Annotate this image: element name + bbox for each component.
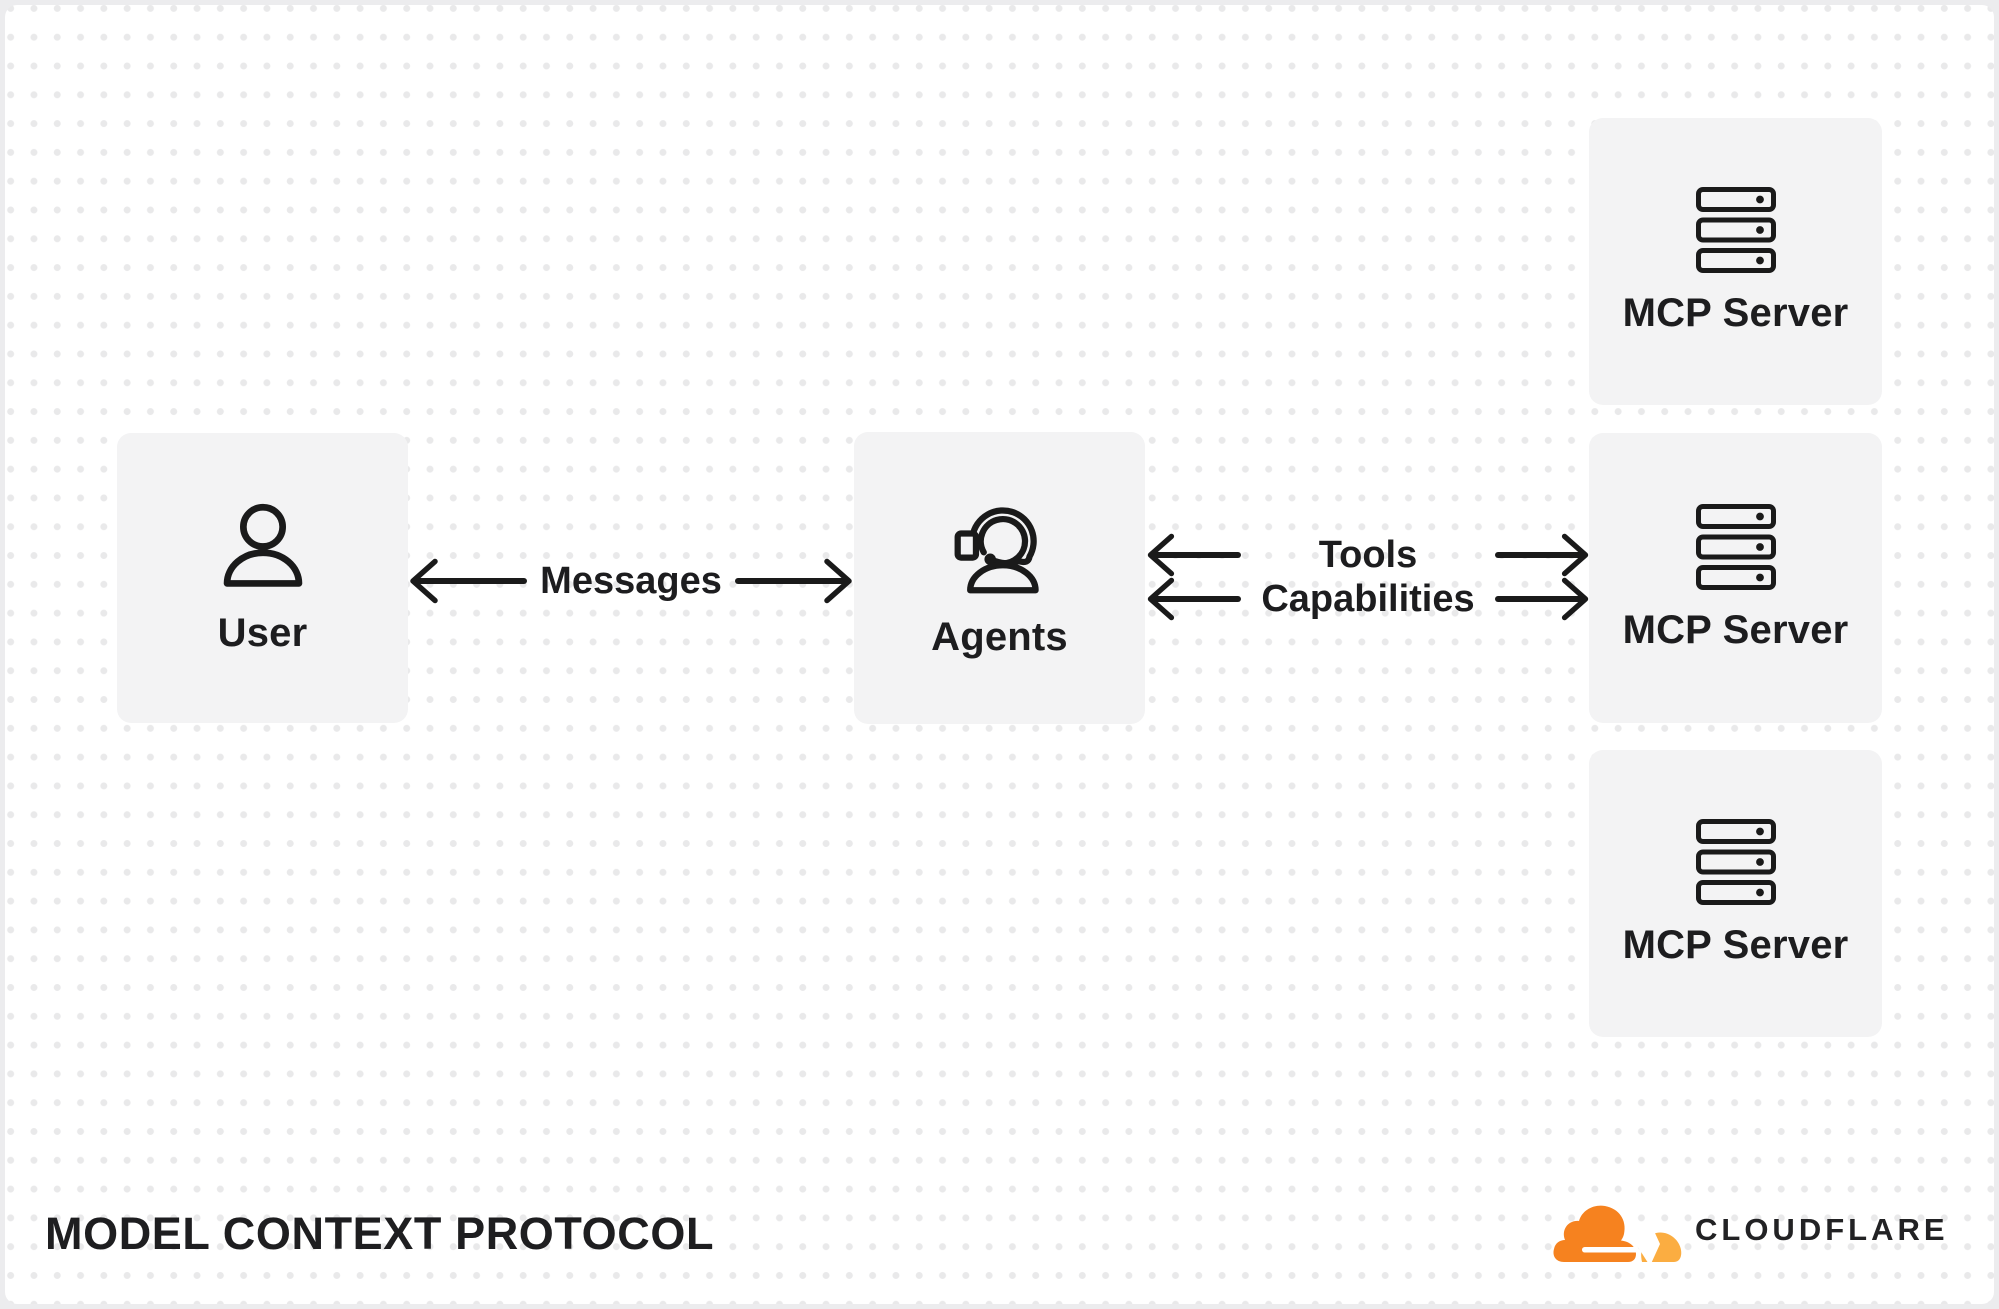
capabilities-row: Capabilities: [1145, 577, 1591, 621]
arrowhead-right-icon: [1561, 533, 1589, 577]
server-stack-icon: [1695, 503, 1776, 590]
arrowhead-right-icon: [824, 558, 852, 604]
node-mcp-server-2: MCP Server: [1589, 433, 1882, 723]
tools-row: Tools: [1145, 533, 1591, 577]
arrowhead-right-icon: [1561, 577, 1589, 621]
arrow-to-mcp-server: [1495, 577, 1591, 621]
capabilities-label: Capabilities: [1261, 577, 1475, 620]
support-agent-icon: [954, 506, 1039, 593]
arrow-to-user: [408, 558, 528, 604]
arrow-to-agents: [1145, 577, 1241, 621]
arrow-to-agents: [734, 558, 854, 604]
arrow-to-mcp-server: [1495, 533, 1591, 577]
arrow-to-agents: [1145, 533, 1241, 577]
arrow-shaft: [1150, 552, 1241, 558]
diagram-canvas: User Messages Agents: [5, 5, 1994, 1304]
cloudflare-logo: CLOUDFLARE: [1552, 1194, 1949, 1266]
arrow-shaft: [1150, 596, 1241, 602]
cloudflare-wordmark: CLOUDFLARE: [1695, 1212, 1949, 1247]
arrow-shaft: [1495, 552, 1586, 558]
agents-label: Agents: [931, 614, 1068, 659]
page-title: MODEL CONTEXT PROTOCOL: [45, 1208, 715, 1259]
person-icon: [223, 503, 302, 587]
mcp-server-label: MCP Server: [1622, 607, 1849, 652]
cloudflare-cloud-icon: [1553, 1205, 1682, 1264]
mcp-server-label: MCP Server: [1622, 291, 1849, 335]
messages-label: Messages: [540, 559, 722, 602]
node-mcp-server-3: MCP Server: [1589, 750, 1882, 1037]
tools-label: Tools: [1318, 533, 1418, 576]
server-stack-icon: [1695, 819, 1776, 905]
user-label: User: [217, 610, 308, 655]
mcp-server-label: MCP Server: [1622, 923, 1849, 967]
connector-tools-capabilities: Tools Capabilities: [1145, 533, 1591, 621]
node-mcp-server-1: MCP Server: [1589, 118, 1882, 405]
node-agents: Agents: [854, 432, 1145, 724]
arrow-shaft: [734, 578, 850, 584]
connector-messages: Messages: [408, 558, 854, 604]
node-user: User: [117, 433, 408, 723]
server-stack-icon: [1695, 187, 1776, 273]
arrow-shaft: [1495, 596, 1586, 602]
arrow-shaft: [413, 578, 528, 584]
